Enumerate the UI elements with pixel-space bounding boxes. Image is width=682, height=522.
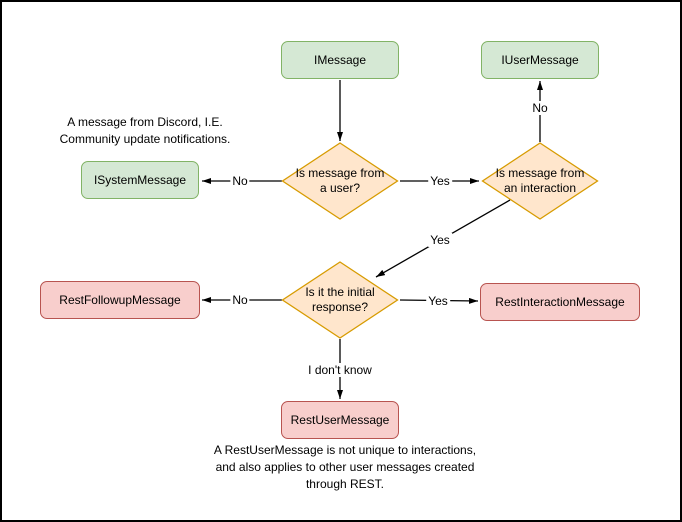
edge-label-user-yes: Yes <box>428 174 452 188</box>
node-restusermessage: RestUserMessage <box>281 401 399 439</box>
edge-label-initial-unknown: I don't know <box>306 363 374 377</box>
note-system-message: A message from Discord, I.E. Community u… <box>59 115 231 146</box>
decision-is-message-from-interaction: Is message from an interaction <box>481 142 599 220</box>
node-restfollowupmessage: RestFollowupMessage <box>40 281 200 319</box>
node-isystemmessage: ISystemMessage <box>81 161 199 199</box>
node-imessage: IMessage <box>281 41 399 79</box>
edge-label-initial-no: No <box>230 293 250 307</box>
decision-label: Is message from an interaction <box>495 166 585 195</box>
note-rest-user-message: A RestUserMessage is not unique to inter… <box>213 443 477 491</box>
decision-is-message-from-user: Is message from a user? <box>281 142 399 220</box>
node-iusermessage: IUserMessage <box>481 41 599 79</box>
diamond-shape <box>281 142 399 220</box>
decision-label: Is message from a user? <box>295 166 385 195</box>
diamond-shape <box>281 261 399 339</box>
decision-is-initial-response: Is it the initial response? <box>281 261 399 339</box>
edge-label-initial-yes: Yes <box>426 294 450 308</box>
node-restinteractionmessage: RestInteractionMessage <box>480 283 640 321</box>
edge-label-user-no: No <box>230 174 250 188</box>
edge-label-interaction-yes: Yes <box>428 233 452 247</box>
edge-label-interaction-no: No <box>530 101 550 115</box>
diamond-shape <box>481 142 599 220</box>
decision-label: Is it the initial response? <box>305 285 375 314</box>
